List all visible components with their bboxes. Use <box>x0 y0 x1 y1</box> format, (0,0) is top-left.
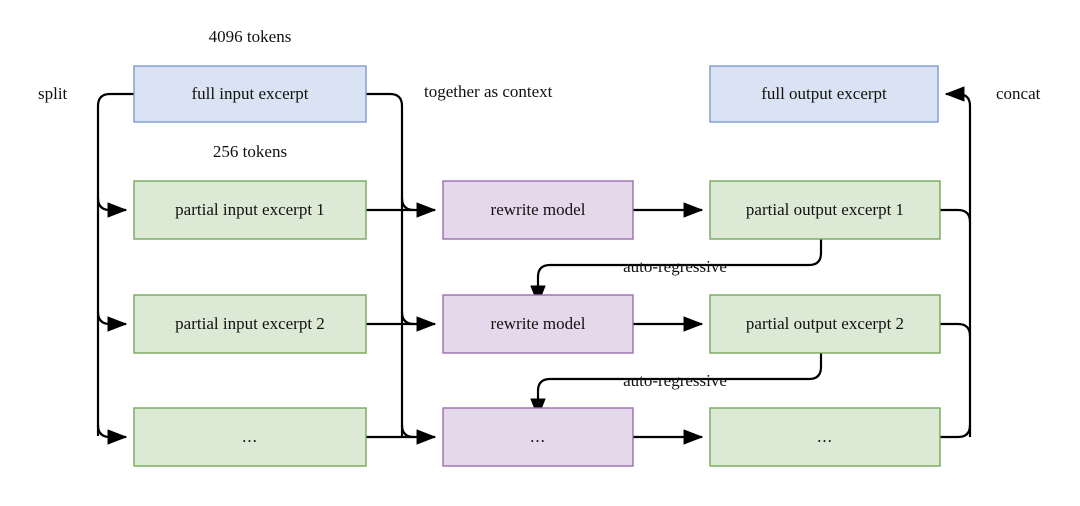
partial-output-excerpt-1-rect[interactable] <box>709 180 941 240</box>
partial-output-excerpt-2-label: partial output excerpt 2 <box>746 314 904 333</box>
partial-output-excerpt-more-label: ... <box>817 427 833 446</box>
node-rewrite-model-2[interactable]: rewrite model <box>442 294 634 354</box>
node-full-input-excerpt[interactable]: full input excerpt <box>133 65 367 123</box>
rewrite-model-more-rect[interactable] <box>442 407 634 467</box>
node-partial-input-excerpt-1[interactable]: partial input excerpt 1 <box>133 180 367 240</box>
concat-branch-2-path <box>940 322 972 337</box>
node-full-output-excerpt[interactable]: full output excerpt <box>709 65 939 123</box>
rewrite-model-2-rect[interactable] <box>442 294 634 354</box>
partial-input-excerpt-1-label: partial input excerpt 1 <box>175 200 325 219</box>
rewrite-model-2-label: rewrite model <box>491 314 586 333</box>
edge-label-concat: concat <box>996 84 1041 103</box>
partial-output-excerpt-1-label: partial output excerpt 1 <box>746 200 904 219</box>
connector-layer <box>96 86 972 445</box>
edge-label-auto-regressive-2: auto-regressive <box>623 371 727 390</box>
partial-output-excerpt-more-rect[interactable] <box>709 407 941 467</box>
caption-chunk-tokens: 256 tokens <box>213 142 287 161</box>
partial-input-excerpt-2-label: partial input excerpt 2 <box>175 314 325 333</box>
edge-label-together-as-context: together as context <box>424 82 553 101</box>
node-partial-input-excerpt-2[interactable]: partial input excerpt 2 <box>133 294 367 354</box>
partial-input-excerpt-more-rect[interactable] <box>133 407 367 467</box>
rewrite-model-1-label: rewrite model <box>491 200 586 219</box>
caption-input-tokens: 4096 tokens <box>209 27 292 46</box>
context-trunk-path <box>366 92 404 436</box>
auto-regressive-2-path <box>530 353 823 419</box>
partial-input-excerpt-2-rect[interactable] <box>133 294 367 354</box>
split-branch-2-path <box>96 311 128 332</box>
partial-input-excerpt-1-rect[interactable] <box>133 180 367 240</box>
rewrite-model-more-label: ... <box>530 427 546 446</box>
node-partial-output-excerpt-2[interactable]: partial output excerpt 2 <box>709 294 941 354</box>
full-input-excerpt-rect[interactable] <box>133 65 367 123</box>
node-partial-input-excerpt-more[interactable]: ... <box>133 407 367 467</box>
concat-branch-1-path <box>940 208 972 223</box>
edge-label-split: split <box>38 84 68 103</box>
partial-input-excerpt-more-label: ... <box>242 427 258 446</box>
node-rewrite-model-more[interactable]: ... <box>442 407 634 467</box>
edge-label-auto-regressive-1: auto-regressive <box>623 257 727 276</box>
node-partial-output-excerpt-1[interactable]: partial output excerpt 1 <box>709 180 941 240</box>
full-output-excerpt-label: full output excerpt <box>761 84 887 103</box>
partial-output-excerpt-2-rect[interactable] <box>709 294 941 354</box>
auto-regressive-1-path <box>530 239 823 306</box>
full-input-excerpt-label: full input excerpt <box>191 84 308 103</box>
split-branch-3-path <box>96 424 128 445</box>
context-merge-2-path <box>400 311 415 326</box>
concat-trunk-path <box>950 92 972 437</box>
full-output-excerpt-rect[interactable] <box>709 65 939 123</box>
split-trunk-path <box>96 92 134 436</box>
split-branch-1-path <box>96 197 128 218</box>
context-merge-3-path <box>400 424 415 439</box>
node-partial-output-excerpt-more[interactable]: ... <box>709 407 941 467</box>
concat-branch-3-path <box>940 424 972 439</box>
node-rewrite-model-1[interactable]: rewrite model <box>442 180 634 240</box>
rewrite-model-1-rect[interactable] <box>442 180 634 240</box>
context-merge-1-path <box>400 197 415 212</box>
